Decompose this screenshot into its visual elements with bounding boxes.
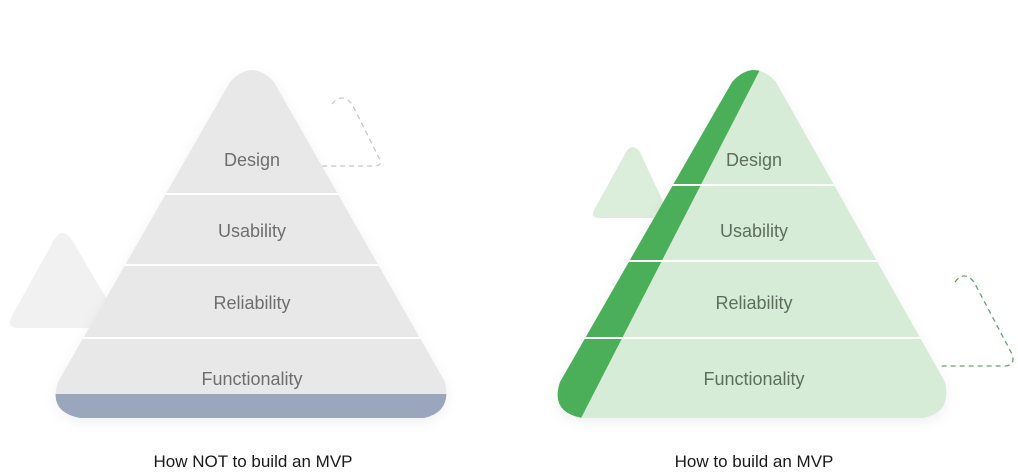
decor-dashed-triangle-right	[940, 275, 1014, 367]
left-caption: How NOT to build an MVP	[153, 452, 353, 471]
right-level-design: Design	[726, 150, 782, 170]
decor-dashed-triangle-left	[312, 97, 382, 167]
decor-triangle-left	[10, 233, 119, 328]
right-level-reliability: Reliability	[715, 293, 792, 313]
left-level-functionality: Functionality	[201, 369, 302, 389]
left-level-usability: Usability	[218, 221, 286, 241]
left-level-design: Design	[224, 150, 280, 170]
left-level-reliability: Reliability	[213, 293, 290, 313]
right-pyramid-green-edge	[557, 70, 765, 418]
left-pyramid-base	[55, 394, 447, 418]
decor-triangle-right	[592, 147, 668, 218]
right-caption: How to build an MVP	[674, 452, 834, 471]
right-level-functionality: Functionality	[703, 369, 804, 389]
right-level-usability: Usability	[720, 221, 788, 241]
